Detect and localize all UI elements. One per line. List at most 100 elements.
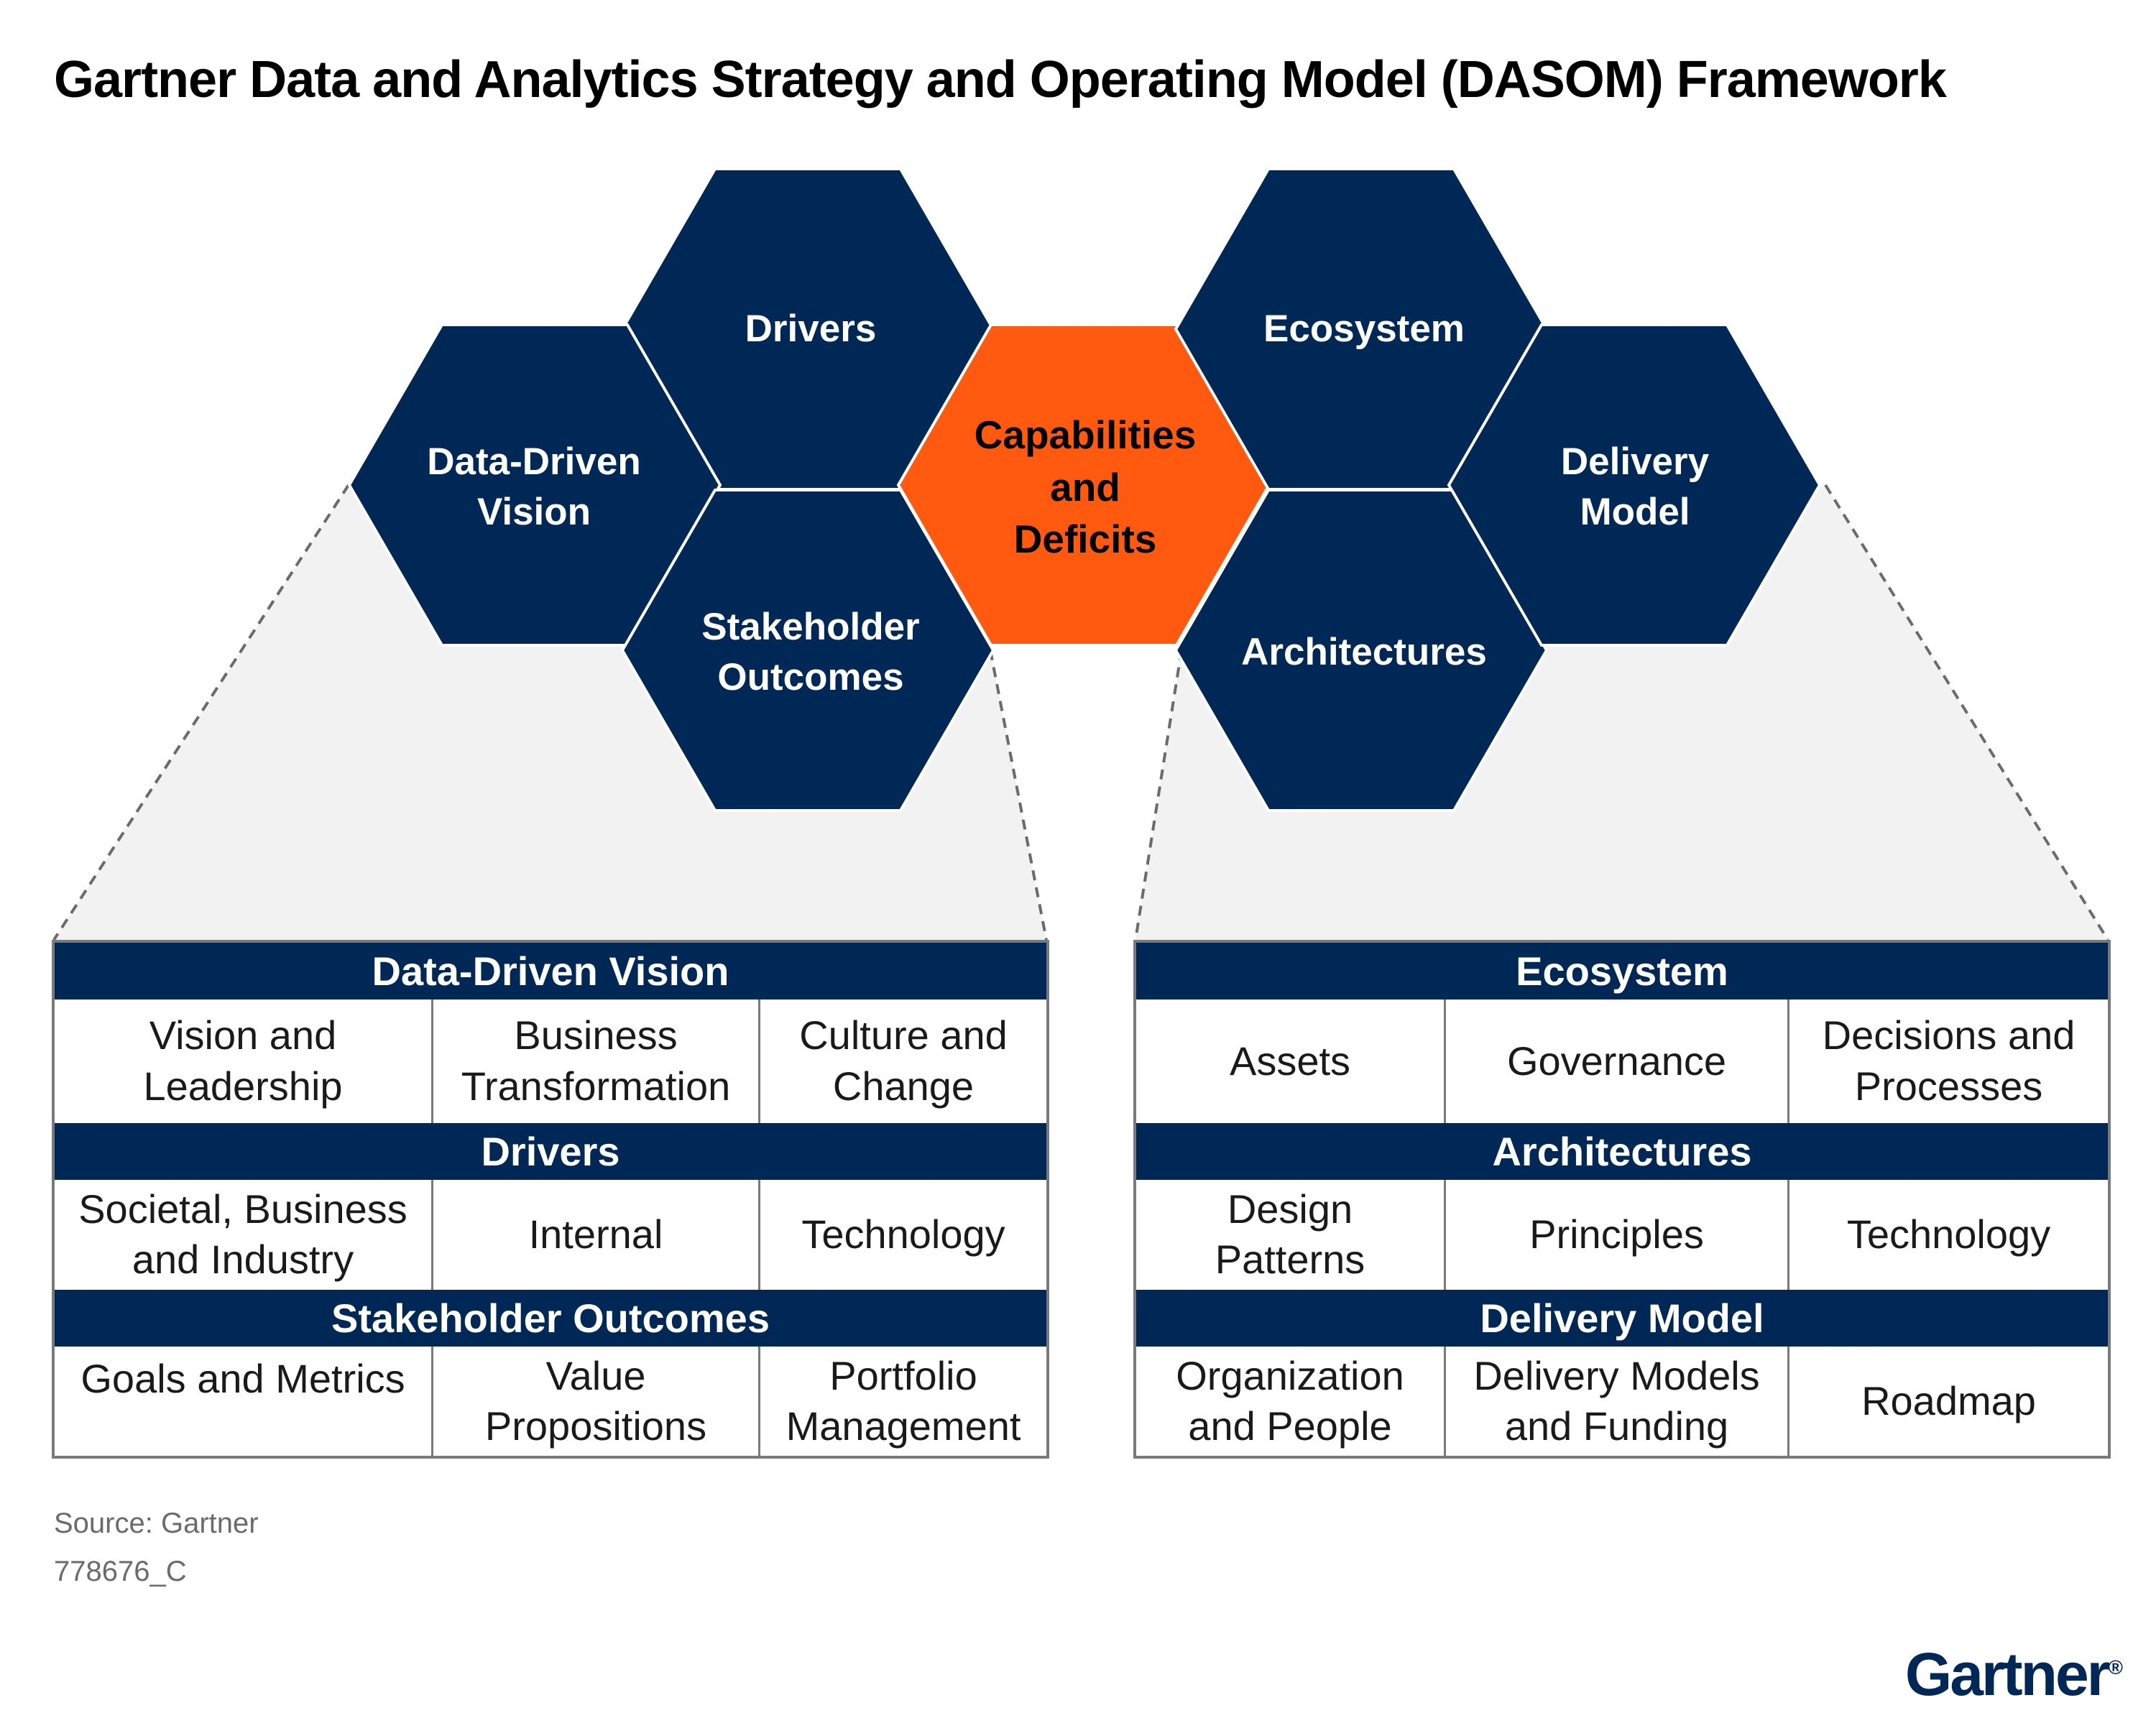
text-line: Model: [1580, 491, 1690, 533]
text-line: and: [1050, 464, 1120, 509]
table-cell: Technology: [1789, 1180, 2108, 1290]
text-line: Technology: [801, 1211, 1005, 1257]
hexagon-stakeholder-outcomes: [620, 489, 995, 812]
hexagon-architectures: [1174, 489, 1549, 812]
label-text: Ecosystem: [1263, 304, 1465, 354]
left-section-header: Data-Driven Vision: [55, 943, 1046, 999]
table-cell: Technology: [760, 1180, 1046, 1290]
label-text: Roadmap: [1861, 1376, 2036, 1427]
text-line: Governance: [1506, 1038, 1727, 1084]
hex-label-architectures: Architectures: [1213, 559, 1515, 746]
text-line: Transformation: [461, 1063, 731, 1109]
label-text: Drivers: [745, 304, 877, 354]
left-funnel-inner-line: [989, 650, 1048, 941]
text-line: Processes: [1854, 1063, 2043, 1109]
hex-label-drivers: Drivers: [660, 236, 962, 423]
table-cell: Assets: [1136, 999, 1446, 1123]
table-cell: Organization and People: [1136, 1347, 1446, 1456]
text-line: Assets: [1229, 1038, 1351, 1084]
text-line: Roadmap: [1861, 1377, 2036, 1423]
label-text: Organization and People: [1176, 1351, 1404, 1452]
text-line: Data-Driven: [427, 440, 641, 484]
text-line: Stakeholder: [701, 606, 920, 649]
text-line: Change: [832, 1063, 975, 1109]
text-line: Culture and: [799, 1012, 1008, 1058]
text-line: Architectures: [1241, 631, 1487, 674]
figure-id: 778676_C: [54, 1556, 187, 1587]
hexagon-delivery-model: [1447, 323, 1822, 647]
registered-mark: ®: [2108, 1656, 2123, 1679]
text-line: Societal, Business: [78, 1186, 407, 1232]
text-line: Propositions: [484, 1403, 707, 1449]
text-line: and People: [1188, 1403, 1392, 1449]
left-funnel: [54, 485, 1046, 940]
label-text: Assets: [1230, 1036, 1350, 1087]
text-line: Business: [514, 1012, 678, 1058]
hex-label-ecosystem: Ecosystem: [1213, 236, 1515, 423]
text-line: Organization: [1176, 1352, 1404, 1398]
label-text: Internal: [529, 1209, 663, 1260]
table-cell: Roadmap: [1789, 1347, 2108, 1456]
table-cell: Internal: [433, 1179, 760, 1290]
text-line: Capabilities: [974, 412, 1197, 458]
table-cell: Goals and Metrics: [55, 1347, 433, 1456]
right-panel-table: Ecosystem Assets Governance Decisions an…: [1133, 940, 2111, 1459]
source-note: Source: Gartner: [54, 1507, 259, 1539]
label-text: Technology: [801, 1209, 1005, 1260]
left-section-header: Stakeholder Outcomes: [55, 1290, 1046, 1347]
text-line: Ecosystem: [1263, 308, 1465, 351]
text-line: Value: [545, 1352, 646, 1398]
table-cell: Principles: [1446, 1179, 1789, 1290]
text-line: Goals and Metrics: [80, 1356, 405, 1402]
text-line: Delivery Models: [1473, 1352, 1760, 1398]
right-funnel-inner-line: [1134, 650, 1183, 941]
text-line: Management: [786, 1403, 1021, 1449]
label-text: Architectures: [1241, 627, 1487, 678]
hexagon-data-driven-vision: [347, 323, 722, 647]
text-line: Drivers: [745, 308, 877, 351]
table-cell: Governance: [1446, 999, 1789, 1123]
text-line: Principles: [1529, 1211, 1704, 1257]
label-text: Technology: [1847, 1209, 2050, 1260]
text-line: Internal: [528, 1211, 663, 1257]
right-funnel: [1135, 485, 2108, 940]
right-section-header: Architectures: [1136, 1122, 2108, 1180]
text-line: Technology: [1846, 1211, 2051, 1257]
text-line: Delivery: [1560, 440, 1710, 484]
left-section-header: Drivers: [55, 1122, 1046, 1180]
text-line: Vision: [476, 491, 591, 533]
text-line: Deficits: [1013, 517, 1157, 562]
gartner-logo: Gartner®: [1905, 1640, 2123, 1709]
